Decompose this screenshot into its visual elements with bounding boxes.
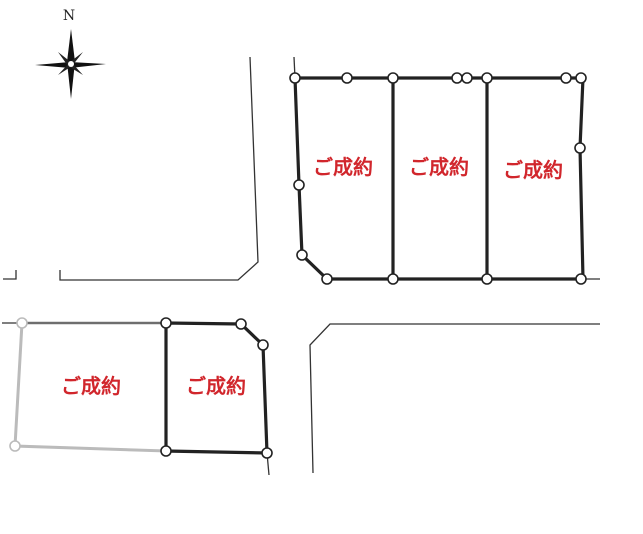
compass-icon: N [35, 8, 106, 99]
lot-status-label: ご成約 [61, 374, 121, 398]
lot-status-label: ご成約 [409, 155, 469, 179]
lot-status-label: ご成約 [313, 155, 373, 179]
bottom-lot-2-boundary [164, 321, 269, 455]
lot-status-label: ご成約 [186, 374, 246, 398]
top-lots-boundary [293, 76, 585, 281]
road-lines [2, 56, 600, 476]
compass-north-label: N [63, 8, 75, 24]
boundary-markers [9, 72, 587, 459]
lot-status-label: ご成約 [503, 158, 563, 182]
